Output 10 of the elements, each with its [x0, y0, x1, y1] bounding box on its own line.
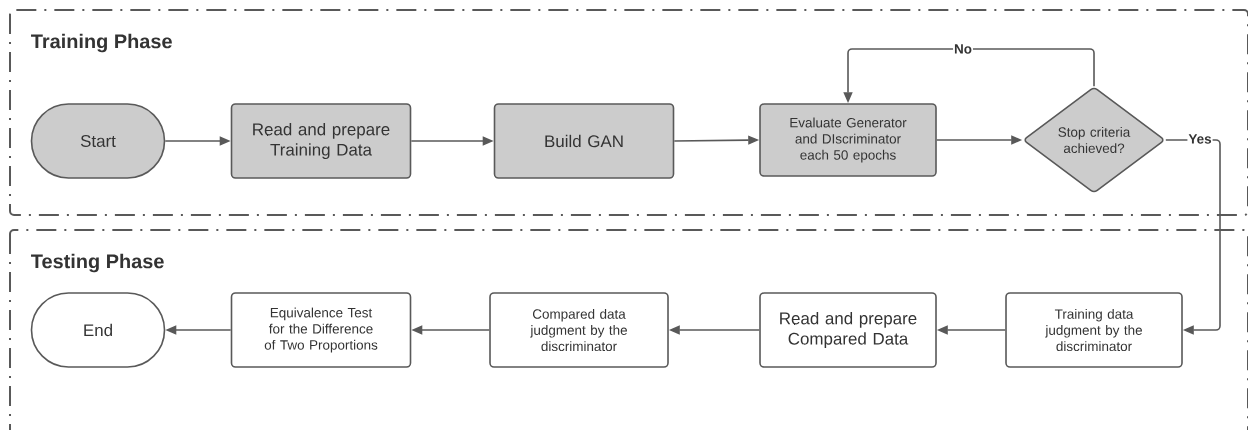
- process-box: Equivalence Test for the Difference of Two Proportions: [230, 292, 412, 368]
- edge-label: Yes: [1187, 133, 1213, 145]
- process-box: Compared data judgment by the discriminator: [489, 292, 669, 368]
- process-box: Read and prepare Compared Data: [759, 292, 937, 368]
- process-box: Build GAN: [493, 103, 675, 179]
- arrow: [1165, 139, 1221, 335]
- process-box: Evaluate Generator and DIscriminator each 50 epochs: [759, 103, 937, 177]
- process-box: Training data judgment by the discriminator: [1005, 292, 1183, 368]
- edge-label: No: [953, 43, 973, 55]
- process-box: Read and prepare Training Data: [230, 103, 412, 179]
